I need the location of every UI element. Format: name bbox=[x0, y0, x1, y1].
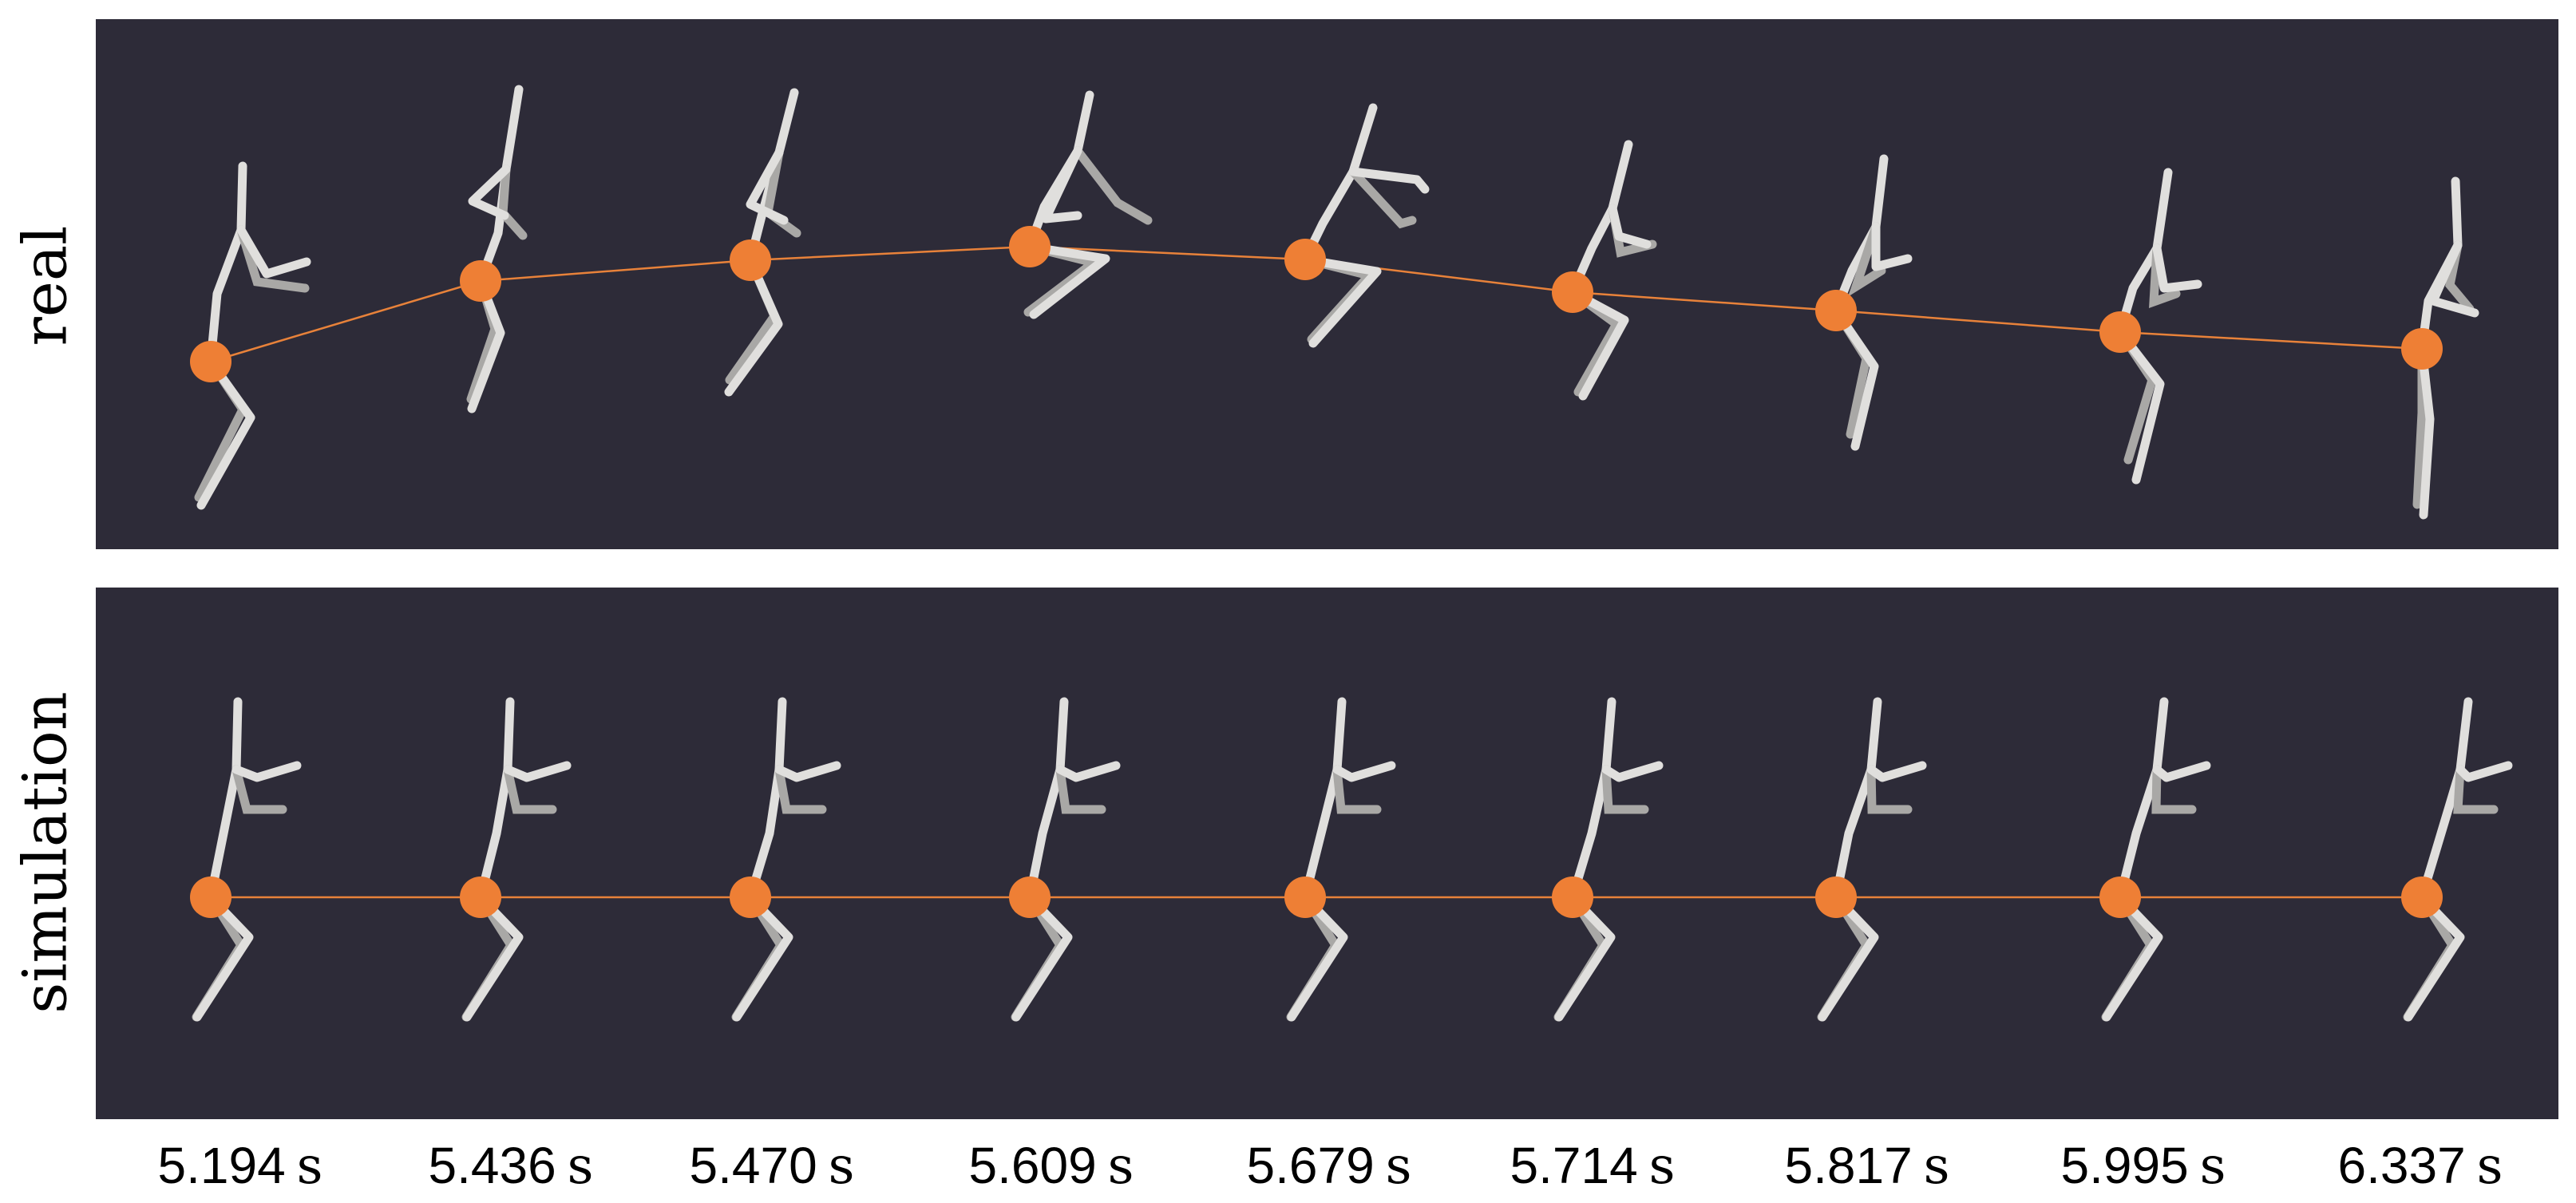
simulation-skeleton-canvas bbox=[190, 697, 2513, 1022]
timestamp-unit: s bbox=[828, 1137, 855, 1196]
real-skeleton-frame-2 bbox=[466, 85, 528, 414]
real-skeleton-canvas bbox=[190, 85, 2479, 520]
timestamp-value: 5.995 bbox=[2060, 1137, 2189, 1194]
real-skeleton-frame-1 bbox=[194, 161, 311, 510]
real-skeleton-frame-5 bbox=[1300, 103, 1430, 348]
timestamp-value: 5.817 bbox=[1784, 1137, 1913, 1194]
simulation-skeleton-frame-8 bbox=[2101, 697, 2211, 1022]
simulation-skeleton-frame-5 bbox=[1286, 697, 1396, 1022]
real-skeleton-frame-4 bbox=[1023, 90, 1153, 319]
real-skeleton-frame-9 bbox=[2412, 176, 2479, 520]
simulation-pelvis-marker-2 bbox=[460, 877, 501, 918]
panel-real bbox=[96, 19, 2558, 549]
simulation-pelvis-marker-9 bbox=[2401, 877, 2443, 918]
timestamp-value: 6.337 bbox=[2337, 1137, 2466, 1194]
real-pelvis-marker-9 bbox=[2401, 328, 2443, 370]
real-pelvis-marker-6 bbox=[1552, 271, 1593, 313]
row-label-real: real bbox=[9, 225, 81, 346]
timestamp-unit: s bbox=[1385, 1137, 1412, 1196]
timestamp-unit: s bbox=[567, 1137, 594, 1196]
timestamp-value: 5.194 bbox=[157, 1137, 286, 1194]
simulation-pelvis-marker-6 bbox=[1552, 877, 1593, 918]
simulation-skeleton-frame-4 bbox=[1011, 697, 1121, 1022]
timestamp-unit: s bbox=[2199, 1137, 2226, 1196]
simulation-skeleton-frame-6 bbox=[1553, 697, 1664, 1022]
timestamp-value: 5.609 bbox=[968, 1137, 1097, 1194]
simulation-skeleton-frame-9 bbox=[2403, 697, 2513, 1022]
timestamp-unit: s bbox=[1648, 1137, 1676, 1196]
row-label-simulation: simulation bbox=[9, 691, 81, 1014]
simulation-pelvis-marker-8 bbox=[2099, 877, 2141, 918]
simulation-skeleton-frame-7 bbox=[1817, 697, 1927, 1022]
timestamp-unit: s bbox=[296, 1137, 323, 1196]
simulation-skeleton-frame-1 bbox=[192, 697, 302, 1022]
real-pelvis-marker-2 bbox=[460, 260, 501, 302]
real-pelvis-marker-7 bbox=[1815, 290, 1857, 331]
real-pelvis-marker-4 bbox=[1009, 226, 1051, 267]
real-skeleton-frame-6 bbox=[1568, 140, 1657, 401]
real-pelvis-marker-1 bbox=[190, 341, 231, 382]
simulation-pelvis-marker-5 bbox=[1284, 877, 1326, 918]
simulation-pelvis-marker-7 bbox=[1815, 877, 1857, 918]
real-pelvis-marker-5 bbox=[1284, 239, 1326, 280]
real-skeleton-frame-3 bbox=[724, 88, 801, 397]
timestamp-value: 5.714 bbox=[1510, 1137, 1638, 1194]
simulation-skeleton-frame-3 bbox=[731, 697, 841, 1022]
panel-simulation bbox=[96, 588, 2558, 1119]
timestamp-value: 5.470 bbox=[689, 1137, 817, 1194]
timestamp-unit: s bbox=[1923, 1137, 1950, 1196]
simulation-skeleton-frame-2 bbox=[461, 697, 572, 1022]
timestamp-value: 5.679 bbox=[1246, 1137, 1375, 1194]
timestamp-unit: s bbox=[2476, 1137, 2503, 1196]
simulation-pelvis-marker-1 bbox=[190, 877, 231, 918]
simulation-pelvis-marker-3 bbox=[730, 877, 771, 918]
timestamp-unit: s bbox=[1107, 1137, 1134, 1196]
simulation-pelvis-marker-4 bbox=[1009, 877, 1051, 918]
timestamp-value: 5.436 bbox=[428, 1137, 556, 1194]
real-pelvis-marker-8 bbox=[2099, 311, 2141, 353]
real-pelvis-marker-3 bbox=[730, 239, 771, 281]
